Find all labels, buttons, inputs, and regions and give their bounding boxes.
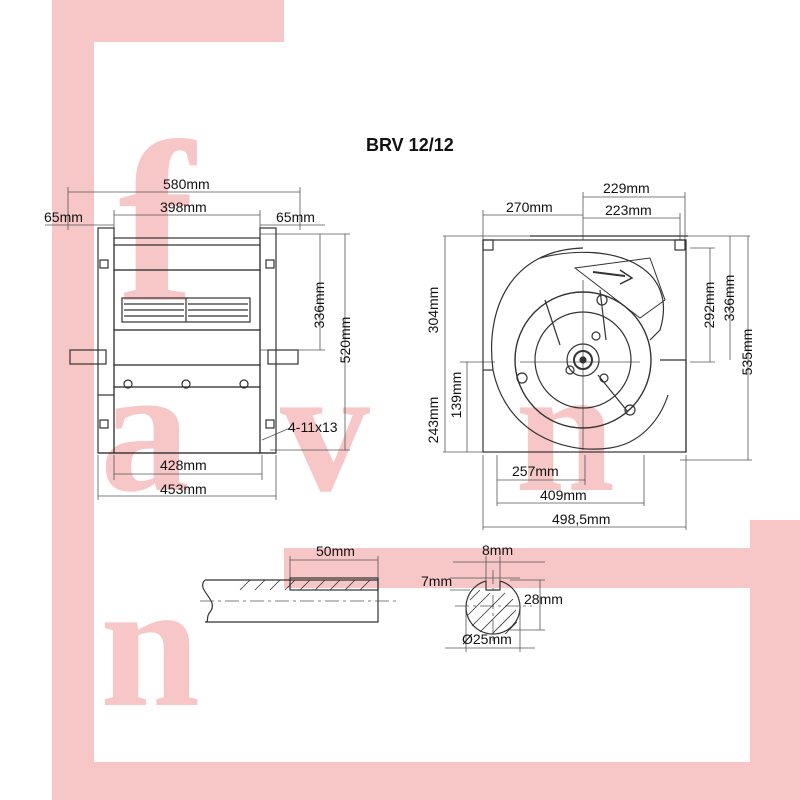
watermark-letter-v: v xyxy=(280,330,370,529)
dim-336-front: 336mm xyxy=(311,282,327,329)
dim-336-side: 336mm xyxy=(721,275,737,322)
mounting-hole-label: 4-11x13 xyxy=(288,419,338,435)
watermark: f a v n n xyxy=(52,0,800,800)
dim-428: 428mm xyxy=(160,457,207,473)
fan-housing-front xyxy=(69,227,299,454)
shaft-detail: 50mm 8mm 7mm 28mm Ø25mm xyxy=(200,542,563,652)
front-dimension-lines xyxy=(45,187,350,500)
dim-453: 453mm xyxy=(160,481,207,497)
side-view: 229mm 270mm 223mm 304mm 139mm 243mm 292m… xyxy=(425,180,755,530)
dim-65-right: 65mm xyxy=(276,209,315,225)
dim-key-depth: 7mm xyxy=(421,573,452,589)
dim-key-height: 28mm xyxy=(524,591,563,607)
dim-520: 520mm xyxy=(337,317,353,364)
front-view-labels: 580mm 398mm 65mm 65mm 336mm 520mm 4-11x1… xyxy=(44,176,353,497)
dim-409: 409mm xyxy=(540,487,587,503)
shaft-cross-section xyxy=(445,556,545,652)
shaft-side-view xyxy=(200,556,400,623)
dim-139: 139mm xyxy=(448,372,464,419)
dim-223: 223mm xyxy=(605,202,652,218)
drawing-title: BRV 12/12 xyxy=(366,135,454,155)
dim-key-width: 8mm xyxy=(482,542,513,558)
dim-shaft-diameter: Ø25mm xyxy=(462,631,512,647)
dim-key-length: 50mm xyxy=(316,543,355,559)
watermark-letter-f: f xyxy=(118,95,197,350)
side-dimension-lines xyxy=(443,192,752,530)
dim-270: 270mm xyxy=(506,199,553,215)
watermark-letter-n2: n xyxy=(100,545,200,744)
volute-housing xyxy=(482,235,688,453)
dim-535: 535mm xyxy=(739,329,755,376)
dim-304: 304mm xyxy=(425,287,441,334)
dim-229: 229mm xyxy=(603,180,650,196)
dim-4985: 498,5mm xyxy=(552,511,610,527)
dim-243: 243mm xyxy=(425,397,441,444)
shaft-labels: 50mm 8mm 7mm 28mm Ø25mm xyxy=(316,542,563,647)
front-view: 580mm 398mm 65mm 65mm 336mm 520mm 4-11x1… xyxy=(44,176,353,500)
dim-292: 292mm xyxy=(701,282,717,329)
side-view-labels: 229mm 270mm 223mm 304mm 139mm 243mm 292m… xyxy=(425,180,755,527)
dim-65-left: 65mm xyxy=(44,209,83,225)
dim-257: 257mm xyxy=(512,463,559,479)
dim-398: 398mm xyxy=(160,199,207,215)
dim-580: 580mm xyxy=(163,176,210,192)
